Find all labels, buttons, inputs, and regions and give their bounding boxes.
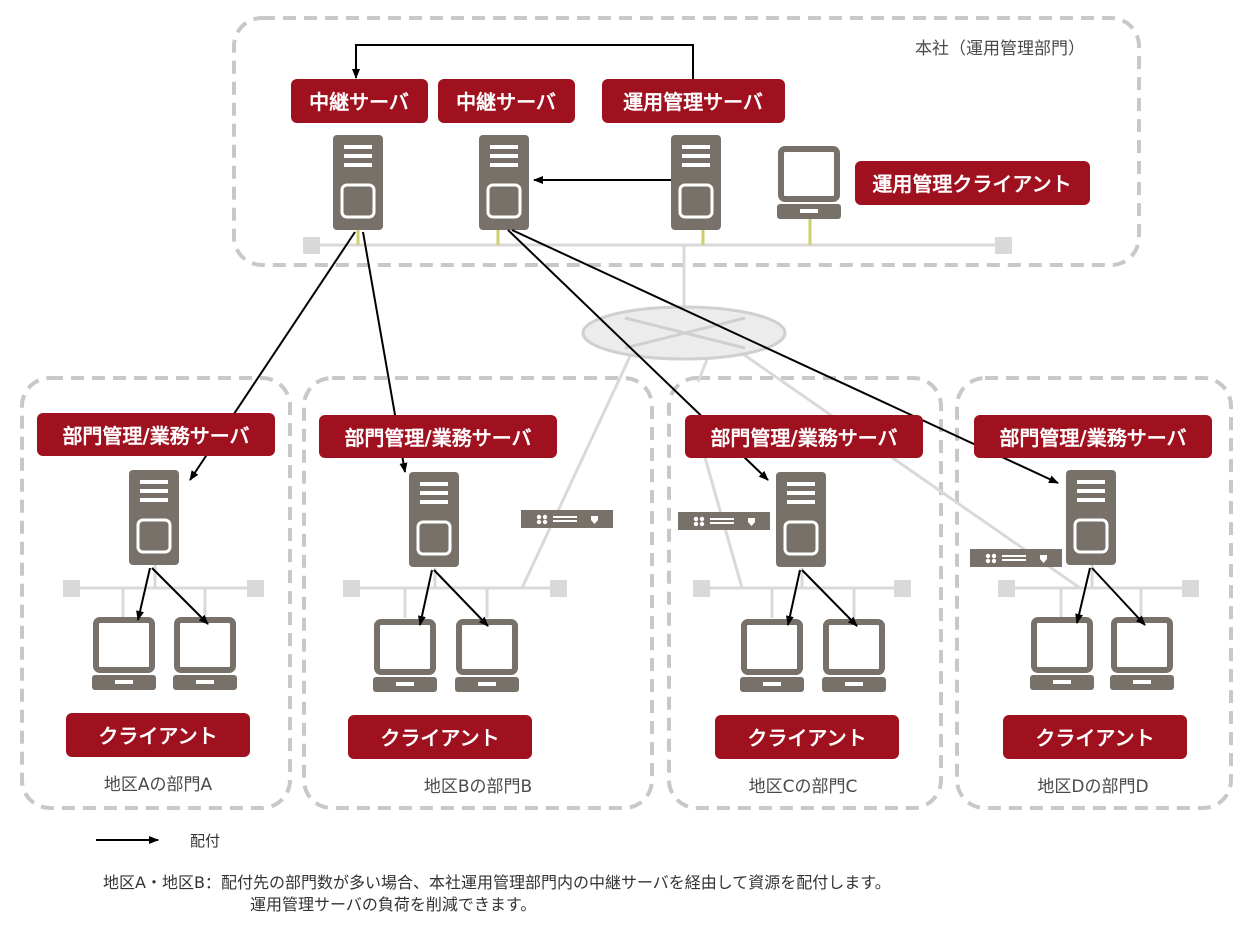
switch-c-icon (678, 512, 770, 530)
dept-c-client-badge (715, 715, 899, 759)
dept-a-caption: 地区Aの部門A (104, 775, 213, 795)
relay-server-2-badge (438, 79, 575, 123)
client-b2-icon (455, 622, 519, 692)
legend-arrow-label: 配付 (190, 832, 220, 850)
switch-b-icon (521, 510, 613, 528)
dept-a-server-label: 部門管理/業務サーバ (62, 424, 249, 448)
dept-c-client-label: クライアント (747, 726, 866, 750)
dept-c-server-icon (774, 470, 828, 569)
management-client-badge (855, 161, 1090, 205)
client-a2-icon (173, 620, 237, 690)
dept-b-client-label: クライアント (380, 726, 499, 750)
dept-a-server-badge (37, 413, 275, 456)
management-server-badge (602, 79, 785, 123)
notes-prefix: 地区A・地区B： (103, 873, 221, 892)
dept-b-server-label: 部門管理/業務サーバ (344, 426, 531, 450)
dept-b-client-badge (348, 715, 532, 759)
dept-c-server-label: 部門管理/業務サーバ (710, 426, 897, 450)
dept-c-server-badge (685, 415, 923, 458)
notes-line1: 配付先の部門数が多い場合、本社運用管理部門内の中継サーバを経由して資源を配付しま… (220, 873, 891, 892)
relay-server-2-label: 中継サーバ (456, 90, 556, 114)
area-d-frame (955, 376, 1233, 810)
dept-c-caption: 地区Cの部門C (749, 777, 858, 797)
dept-d-server-label: 部門管理/業務サーバ (999, 426, 1186, 450)
hq-frame (232, 16, 1141, 267)
area-a-frame (20, 376, 292, 810)
relay-server-1-label: 中継サーバ (309, 90, 409, 114)
client-c2-icon (822, 622, 886, 692)
dept-d-server-badge (974, 415, 1212, 458)
area-c-frame (667, 376, 943, 810)
dept-b-caption: 地区Bの部門B (424, 777, 532, 797)
network-links (72, 243, 1190, 618)
dept-a-client-label: クライアント (98, 724, 217, 748)
management-server-label: 運用管理サーバ (623, 90, 763, 114)
relay-server-1-badge (291, 79, 428, 123)
client-c1-icon (740, 622, 804, 692)
relay-server-2-icon (477, 133, 531, 232)
notes-line2: 運用管理サーバの負荷を削減できます。 (250, 895, 537, 914)
dept-d-caption: 地区Dの部門D (1037, 777, 1148, 797)
dept-b-server-icon (407, 470, 461, 569)
client-b1-icon (373, 622, 437, 692)
dept-d-server-icon (1064, 468, 1118, 567)
dept-a-server-icon (127, 468, 181, 567)
dept-d-client-label: クライアント (1035, 726, 1154, 750)
relay-server-1-icon (331, 133, 385, 232)
client-a1-icon (92, 620, 156, 690)
notes: 地区A・地区B：配付先の部門数が多い場合、本社運用管理部門内の中継サーバを経由し… (103, 872, 891, 916)
dept-b-server-badge (319, 415, 557, 458)
server-connectors (356, 217, 812, 245)
client-d1-icon (1030, 620, 1094, 690)
switch-d-icon (970, 549, 1062, 567)
management-client-icon (777, 149, 841, 219)
client-d2-icon (1110, 620, 1174, 690)
router-icon (581, 305, 787, 361)
management-server-icon (669, 133, 723, 232)
network-terminators (63, 237, 1199, 597)
dept-a-client-badge (66, 713, 250, 757)
management-client-label: 運用管理クライアント (872, 172, 1071, 196)
hq-title: 本社（運用管理部門） (915, 39, 1085, 59)
dept-d-client-badge (1003, 715, 1187, 759)
